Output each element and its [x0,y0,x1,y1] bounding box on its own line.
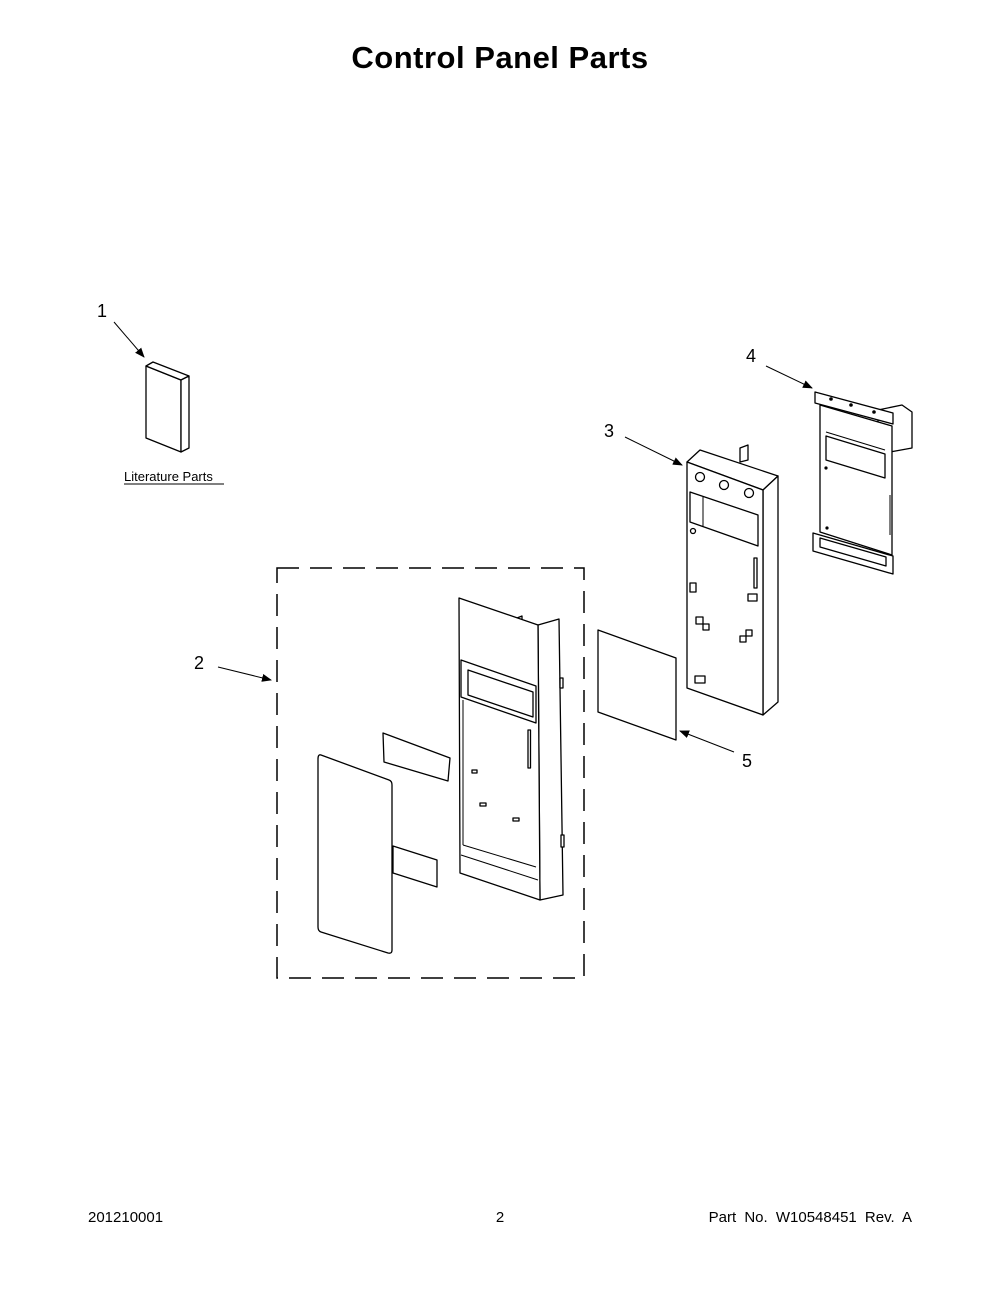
callout-4: 4 [746,346,756,366]
footer-part-number: Part No. W10548451 Rev. A [708,1209,912,1226]
footer-page-number: 2 [495,1209,505,1226]
callout-5-arrow [679,730,735,753]
callout-2: 2 [194,653,204,673]
part-5-sheet[interactable] [597,629,677,741]
callout-3: 3 [604,421,614,441]
page-title: Control Panel Parts [351,40,649,75]
callout-2-arrow [217,666,272,682]
part-2-assembly-box[interactable] [276,567,585,979]
part-2-control-panel-assembly[interactable] [317,597,565,954]
literature-parts-label[interactable]: Literature Parts [124,469,213,484]
callout-1: 1 [97,301,107,321]
part-3-control-panel-housing[interactable] [686,444,779,716]
callout-3-arrow [624,436,683,466]
callout-5: 5 [742,751,752,771]
footer-doc-code: 201210001 [88,1209,164,1226]
callout-4-arrow [765,365,813,389]
part-1-literature-booklet[interactable] [145,361,190,453]
part-4-control-board[interactable] [812,391,913,575]
callout-1-arrow [113,321,145,358]
